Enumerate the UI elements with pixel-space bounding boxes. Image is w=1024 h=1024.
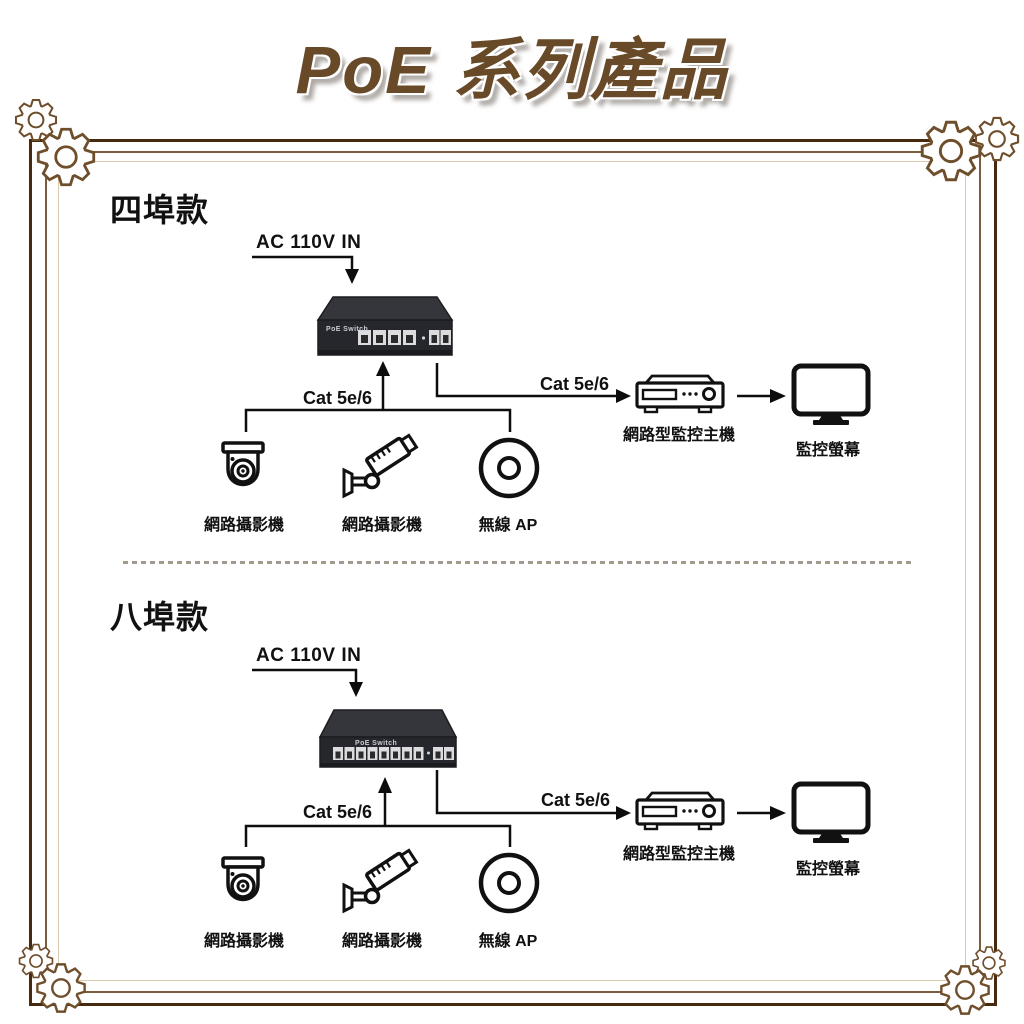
cat-cable-label-left: Cat 5e/6 — [303, 388, 373, 408]
device-label: 網路攝影機 — [203, 517, 285, 534]
switch-front-text: PoE Switch — [326, 326, 369, 333]
rj45-port-icon — [358, 330, 416, 345]
led-indicator-icon — [427, 751, 430, 755]
device-label: 網路攝影機 — [341, 933, 423, 950]
uplink-port-icon — [429, 330, 451, 345]
section-divider — [123, 561, 913, 564]
nvr-label: 網路型監控主機 — [622, 846, 736, 863]
dome-camera-icon — [221, 856, 265, 902]
dome-camera-icon — [221, 441, 265, 487]
poe-switch-8port-image — [318, 709, 458, 768]
nvr-icon — [635, 374, 725, 414]
section-heading: 四埠款 — [110, 192, 210, 228]
device-label: 無線 AP — [478, 517, 538, 534]
monitor-label: 監控螢幕 — [795, 861, 861, 878]
uplink-port-icon — [433, 747, 454, 760]
power-input-label: AC 110V IN — [256, 232, 362, 253]
bullet-camera-icon — [342, 848, 419, 914]
wireless-ap-icon — [478, 437, 540, 499]
section-heading: 八埠款 — [110, 599, 210, 635]
device-label: 網路攝影機 — [341, 517, 423, 534]
cat-cable-label-left: Cat 5e/6 — [303, 802, 373, 822]
device-label: 網路攝影機 — [203, 933, 285, 950]
monitor-label: 監控螢幕 — [795, 442, 861, 459]
rj45-port-icon — [333, 747, 424, 760]
led-indicator-icon — [421, 336, 426, 340]
bullet-camera-icon — [342, 433, 419, 499]
power-input-label: AC 110V IN — [256, 645, 362, 666]
monitor-icon — [791, 781, 871, 843]
cat-cable-label-right: Cat 5e/6 — [540, 374, 610, 394]
poe-switch-4port-image — [316, 296, 454, 356]
nvr-icon — [635, 791, 725, 831]
device-label: 無線 AP — [478, 933, 538, 950]
wireless-ap-icon — [478, 852, 540, 914]
monitor-icon — [791, 363, 871, 425]
switch-front-text: PoE Switch — [355, 740, 398, 747]
cat-cable-label-right: Cat 5e/6 — [541, 790, 611, 810]
nvr-label: 網路型監控主機 — [622, 427, 736, 444]
page-title: PoE 系列產品 — [295, 33, 729, 108]
